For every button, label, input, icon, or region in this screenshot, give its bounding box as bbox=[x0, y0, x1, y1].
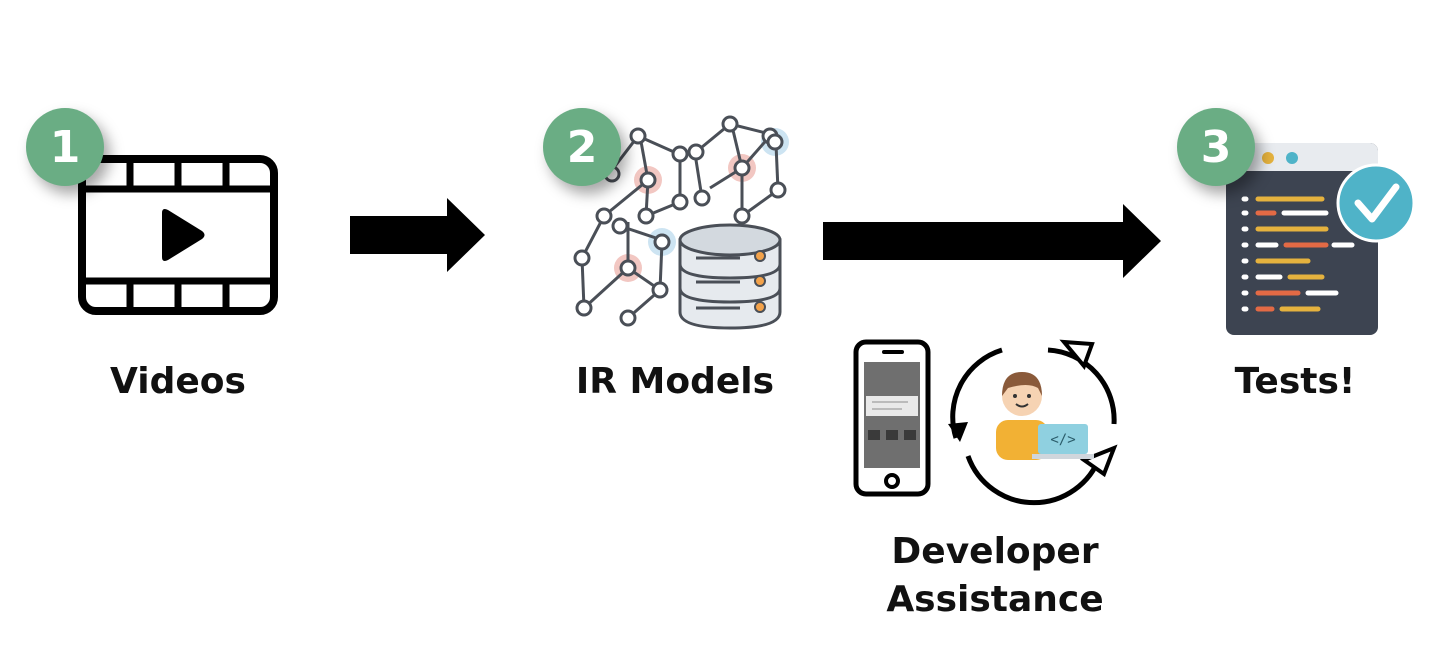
step-1-badge: 1 bbox=[26, 108, 104, 186]
tests-label: Tests! bbox=[1234, 361, 1356, 402]
videos-label: Videos bbox=[110, 361, 246, 402]
ir-models-label: IR Models bbox=[575, 361, 775, 402]
developer-phone-cycle-icon: </> bbox=[853, 339, 1118, 506]
svg-text:</>: </> bbox=[1050, 432, 1075, 448]
step-2-badge: 2 bbox=[543, 108, 621, 186]
code-test-checkmark-icon bbox=[1226, 143, 1416, 335]
developer-label-line1: Developer bbox=[891, 531, 1099, 572]
video-film-icon bbox=[78, 155, 278, 315]
arrow-right-2 bbox=[823, 204, 1161, 278]
developer-label-line2: Assistance bbox=[886, 579, 1104, 620]
arrow-right-1 bbox=[350, 198, 485, 272]
developer-assistance-label: Developer Assistance bbox=[860, 528, 1130, 624]
step-3-badge: 3 bbox=[1177, 108, 1255, 186]
graph-database-icon bbox=[573, 115, 789, 330]
